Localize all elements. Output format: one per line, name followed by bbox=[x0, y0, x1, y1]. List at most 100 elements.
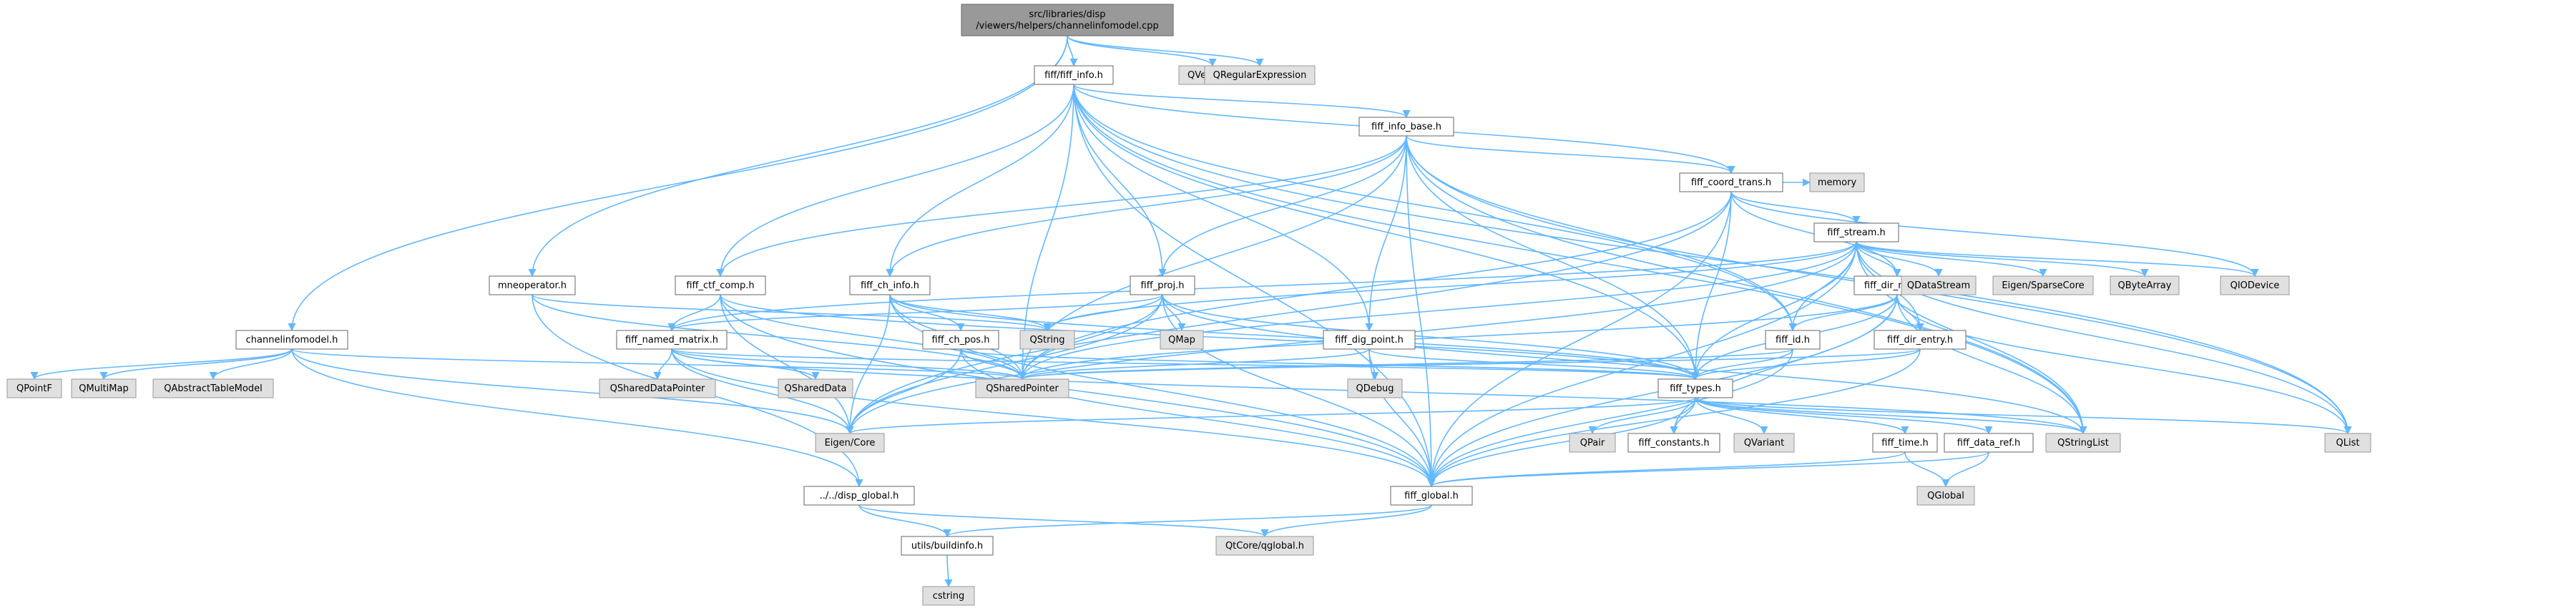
node-label: fiff_id.h bbox=[1776, 335, 1810, 345]
node-root[interactable]: src/libraries/disp/viewers/helpers/chann… bbox=[961, 4, 1174, 36]
node-fiff_ch_pos[interactable]: fiff_ch_pos.h bbox=[922, 330, 999, 350]
node-label: QSharedPointer bbox=[986, 383, 1059, 394]
node-box bbox=[2324, 433, 2371, 453]
edge-root-to-qregexp bbox=[1067, 35, 1264, 67]
node-label: channelinfomodel.h bbox=[246, 335, 338, 345]
node-box bbox=[1813, 222, 1899, 242]
node-label: fiff_ch_info.h bbox=[861, 280, 919, 291]
node-qdebug: QDebug bbox=[1347, 378, 1403, 398]
edge-channelinfomodel-to-qsharedpointer bbox=[291, 348, 1027, 381]
edge-channelinfomodel-to-qabstracttablemodel bbox=[209, 348, 293, 381]
edge-channelinfomodel-to-qmultimap bbox=[99, 348, 293, 381]
edge-fiff_info-to-fiff_ch_info bbox=[886, 84, 1074, 278]
node-qshareddata: QSharedData bbox=[778, 378, 853, 398]
node-qiodevice: QIODevice bbox=[2220, 275, 2290, 295]
edge-fiff_coord_trans-to-qsharedpointer bbox=[1018, 191, 1732, 381]
node-box bbox=[2220, 275, 2290, 295]
node-qpair: QPair bbox=[1569, 433, 1616, 453]
node-fiff_dig_point[interactable]: fiff_dig_point.h bbox=[1323, 330, 1416, 350]
node-box bbox=[489, 275, 576, 295]
node-fiff_constants[interactable]: fiff_constants.h bbox=[1627, 433, 1720, 453]
node-fiff_proj[interactable]: fiff_proj.h bbox=[1130, 275, 1195, 295]
node-qlist: QList bbox=[2324, 433, 2371, 453]
node-qsharedpointer: QSharedPointer bbox=[975, 378, 1069, 398]
node-qvariant: QVariant bbox=[1733, 433, 1795, 453]
edge-fiff_ch_pos-to-eigen_core bbox=[846, 348, 961, 435]
node-box bbox=[1944, 433, 2034, 453]
node-label: fiff_coord_trans.h bbox=[1691, 177, 1771, 188]
node-eigen_sparse: Eigen/SparseCore bbox=[1992, 275, 2094, 295]
edge-fiff_time-to-fiff_global bbox=[1427, 451, 1906, 488]
edge-fiff_ch_info-to-fiff_types bbox=[889, 294, 1700, 381]
node-label: fiff_ctf_comp.h bbox=[686, 280, 754, 291]
edge-fiff_types-to-qvariant bbox=[1695, 397, 1768, 435]
node-box bbox=[1204, 65, 1316, 85]
edge-fiff_coord_trans-to-fiff_global bbox=[1427, 191, 1732, 488]
node-label: QAbstractTableModel bbox=[164, 383, 262, 394]
node-label: fiff_dig_point.h bbox=[1335, 335, 1404, 345]
node-label: QPointF bbox=[16, 383, 52, 394]
node-label: QPair bbox=[1580, 438, 1605, 448]
node-fiff_ctf_comp[interactable]: fiff_ctf_comp.h bbox=[675, 275, 766, 295]
node-qmultimap: QMultiMap bbox=[71, 378, 137, 398]
node-fiff_info[interactable]: fiff/fiff_info.h bbox=[1034, 65, 1114, 85]
node-box bbox=[71, 378, 137, 398]
node-label: ../../disp_global.h bbox=[820, 491, 899, 501]
edge-fiff_info-to-qstringlist bbox=[1073, 84, 2087, 435]
node-fiff_ch_info[interactable]: fiff_ch_info.h bbox=[849, 275, 931, 295]
node-disp_global[interactable]: ../../disp_global.h bbox=[803, 486, 915, 506]
node-label: QMultiMap bbox=[79, 383, 128, 394]
edge-fiff_stream-to-qiodevice bbox=[1856, 241, 2259, 278]
node-label: QDataStream bbox=[1907, 280, 1970, 291]
node-fiff_global[interactable]: fiff_global.h bbox=[1390, 486, 1473, 506]
node-box bbox=[1347, 378, 1403, 398]
node-fiff_coord_trans[interactable]: fiff_coord_trans.h bbox=[1679, 172, 1783, 192]
node-box bbox=[2045, 433, 2121, 453]
node-label: fiff_ch_pos.h bbox=[932, 335, 990, 345]
node-label: QSharedData bbox=[784, 383, 846, 394]
node-box bbox=[1130, 275, 1195, 295]
edge-fiff_id-to-qsharedpointer bbox=[1018, 348, 1793, 381]
node-fiff_types[interactable]: fiff_types.h bbox=[1657, 378, 1733, 398]
node-fiff_dir_entry[interactable]: fiff_dir_entry.h bbox=[1874, 330, 1967, 350]
node-fiff_info_base[interactable]: fiff_info_base.h bbox=[1358, 117, 1454, 137]
node-qabstracttablemodel: QAbstractTableModel bbox=[152, 378, 274, 398]
node-fiff_id[interactable]: fiff_id.h bbox=[1765, 330, 1821, 350]
dependency-edges bbox=[30, 35, 2352, 588]
node-box bbox=[1160, 330, 1204, 350]
node-box bbox=[778, 378, 853, 398]
edge-fiff_coord_trans-to-fiff_stream bbox=[1730, 191, 1861, 225]
node-buildinfo[interactable]: utils/buildinfo.h bbox=[901, 536, 994, 556]
node-box bbox=[152, 378, 274, 398]
dependency-nodes: src/libraries/disp/viewers/helpers/chann… bbox=[6, 4, 2371, 606]
edge-fiff_named_matrix-to-qsharedpointer bbox=[671, 348, 1027, 381]
edge-fiff_proj-to-fiff_global bbox=[1162, 294, 1436, 488]
node-mneoperator[interactable]: mneoperator.h bbox=[489, 275, 576, 295]
edge-fiff_info-to-fiff_types bbox=[1073, 84, 1700, 381]
node-label: QRegularExpression bbox=[1213, 70, 1307, 81]
edge-fiff_proj-to-fiff_types bbox=[1162, 294, 1700, 381]
edge-fiff_info_base-to-fiff_ctf_comp bbox=[716, 135, 1407, 278]
node-label: utils/buildinfo.h bbox=[911, 541, 983, 551]
edge-channelinfomodel-to-eigen_core bbox=[291, 348, 854, 435]
node-fiff_data_ref[interactable]: fiff_data_ref.h bbox=[1944, 433, 2034, 453]
edge-fiff_info-to-fiff_info_base bbox=[1073, 84, 1411, 119]
edge-fiff_dir_node-to-fiff_id bbox=[1788, 294, 1898, 332]
edge-fiff_dig_point-to-fiff_global bbox=[1368, 348, 1436, 488]
node-fiff_time[interactable]: fiff_time.h bbox=[1872, 433, 1938, 453]
edge-fiff_types-to-qlist bbox=[1695, 397, 2352, 435]
node-box bbox=[1874, 330, 1967, 350]
node-label: fiff_named_matrix.h bbox=[625, 335, 718, 345]
edge-fiff_dir_entry-to-fiff_types bbox=[1691, 348, 1921, 381]
node-box bbox=[235, 330, 348, 350]
edge-fiff_proj-to-qstringlist bbox=[1162, 294, 2087, 435]
edge-fiff_types-to-qpair bbox=[1588, 397, 1696, 435]
node-fiff_stream[interactable]: fiff_stream.h bbox=[1813, 222, 1899, 242]
node-fiff_named_matrix[interactable]: fiff_named_matrix.h bbox=[616, 330, 728, 350]
node-box bbox=[961, 4, 1174, 36]
edge-fiff_types-to-fiff_global bbox=[1427, 397, 1696, 488]
node-box bbox=[1569, 433, 1616, 453]
node-channelinfomodel[interactable]: channelinfomodel.h bbox=[235, 330, 348, 350]
edge-fiff_info_base-to-fiff_proj bbox=[1158, 135, 1407, 278]
node-memory: memory bbox=[1809, 172, 1865, 192]
